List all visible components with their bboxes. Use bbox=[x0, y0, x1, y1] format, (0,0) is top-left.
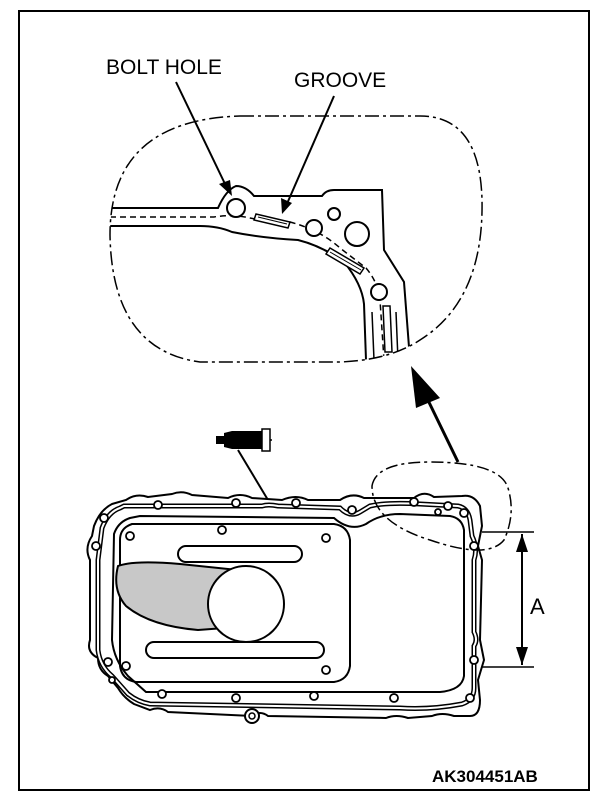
rail-line bbox=[371, 311, 375, 361]
groove-leader bbox=[281, 95, 335, 214]
oil-pan-view bbox=[86, 461, 512, 724]
groove-slot bbox=[324, 246, 366, 276]
bolt-hole-label: BOLT HOLE bbox=[106, 56, 222, 79]
flange-bolt-holes bbox=[91, 497, 479, 703]
hole bbox=[305, 219, 323, 237]
sealant-tube-icon bbox=[216, 428, 272, 452]
drain-boss-inner bbox=[248, 712, 256, 720]
rib bbox=[145, 641, 325, 659]
sealant-bead-centerline bbox=[110, 214, 385, 361]
figure-code: AK304451AB bbox=[432, 767, 538, 786]
groove-slot bbox=[382, 305, 393, 353]
detail-boundary bbox=[109, 115, 483, 363]
groove-label: GROOVE bbox=[294, 69, 386, 92]
hole bbox=[370, 283, 388, 301]
rib bbox=[177, 545, 303, 563]
hole bbox=[344, 221, 370, 247]
flange-inner-edge bbox=[110, 225, 367, 361]
bolt-hole bbox=[226, 198, 246, 218]
groove-slot bbox=[253, 213, 291, 229]
figure-frame bbox=[18, 10, 590, 791]
rail-line bbox=[395, 311, 399, 361]
drain-boss bbox=[244, 708, 260, 724]
oil-pan-sump bbox=[119, 523, 351, 683]
detail-view bbox=[109, 115, 483, 363]
bolt-hole-leader bbox=[175, 81, 232, 196]
sealant-leader bbox=[237, 449, 269, 501]
detail-area-marker bbox=[371, 461, 512, 551]
flange-outer-edge bbox=[110, 184, 411, 361]
dimension-a-label: A bbox=[530, 594, 545, 619]
oil-pan-inner-flange bbox=[110, 512, 465, 693]
strainer-circle bbox=[207, 565, 285, 643]
hole bbox=[327, 207, 341, 221]
sealant-bead-inner bbox=[97, 502, 477, 710]
magnify-arrow bbox=[411, 366, 460, 463]
dimension-a bbox=[482, 531, 534, 668]
